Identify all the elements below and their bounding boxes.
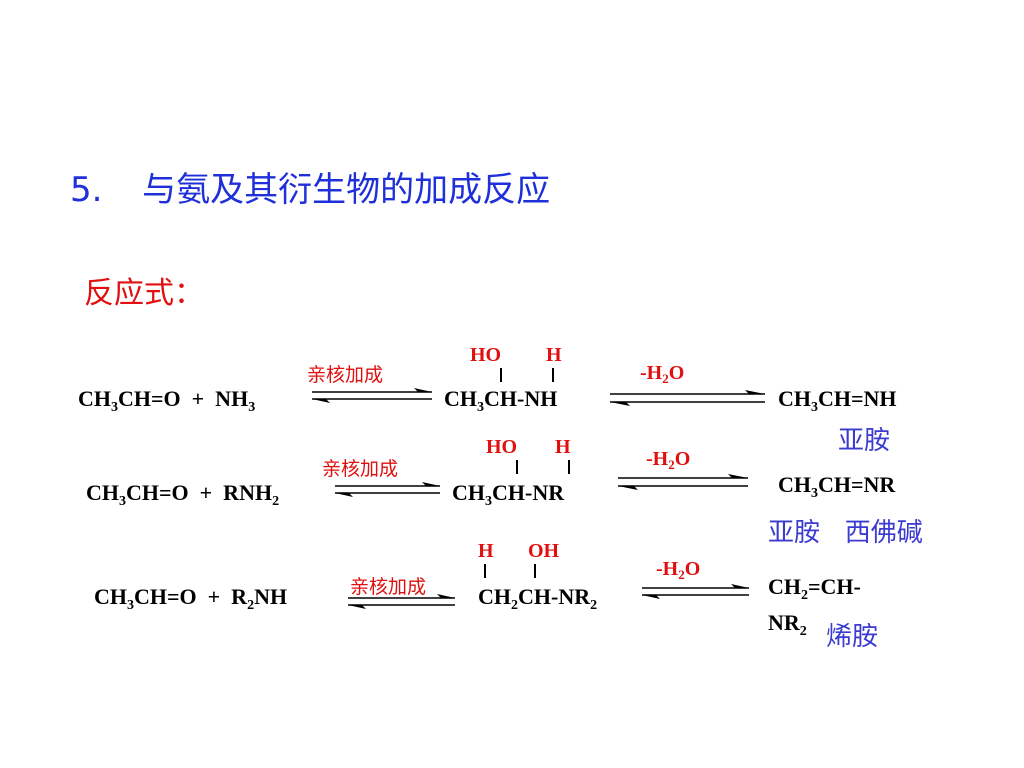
- reaction-1-equilibrium-arrow-2: [610, 390, 765, 406]
- reaction-2-reactant: CH3CH=O + RNH2: [86, 480, 280, 509]
- reaction-1-intermediate: CH3CH-NH: [444, 386, 558, 415]
- reaction-1-bond-2: [552, 368, 554, 382]
- reaction-2-equilibrium-arrow-1: [335, 482, 440, 497]
- reaction-3-intermediate: CH2CH-NR2: [478, 584, 598, 613]
- reaction-2-bond-1: [516, 460, 518, 474]
- reaction-3-product-line-1: CH2=CH-: [768, 574, 861, 603]
- reaction-1-product: CH3CH=NH: [778, 386, 897, 415]
- reaction-1-bond-1: [500, 368, 502, 382]
- reaction-2-bond-2: [568, 460, 570, 474]
- reaction-2-addition-label: 亲核加成: [322, 458, 399, 480]
- reaction-1-addition-label: 亲核加成: [307, 364, 384, 386]
- reaction-3-intermediate-oh: OH: [528, 540, 560, 562]
- reaction-3-dehydration-label: -H2O: [656, 558, 701, 582]
- section-title: 与氨及其衍生物的加成反应: [142, 170, 551, 210]
- section-number: 5.: [70, 170, 103, 210]
- reaction-2-intermediate: CH3CH-NR: [452, 480, 565, 509]
- reaction-2-intermediate-ho: HO: [486, 436, 518, 458]
- reaction-1-intermediate-h: H: [546, 344, 562, 366]
- reaction-2-dehydration-label: -H2O: [646, 448, 691, 472]
- reaction-2-equilibrium-arrow-2: [618, 474, 748, 490]
- reaction-2-intermediate-h: H: [555, 436, 571, 458]
- reaction-1-reactant: CH3CH=O + NH3: [78, 386, 256, 415]
- section-heading: 5. 与氨及其衍生物的加成反应: [70, 162, 550, 211]
- reaction-3-equilibrium-arrow-2: [642, 584, 749, 599]
- reaction-2-product: CH3CH=NR: [778, 472, 896, 501]
- reaction-1-product-name: 亚胺: [838, 426, 891, 456]
- reaction-1-dehydration-label: -H2O: [640, 362, 685, 386]
- reaction-3-addition-label: 亲核加成: [350, 576, 427, 598]
- reaction-3-equilibrium-arrow-1: [348, 594, 455, 609]
- reaction-3-intermediate-h: H: [478, 540, 494, 562]
- reaction-3-reactant: CH3CH=O + R2NH: [94, 584, 288, 613]
- reaction-3-bond-2: [534, 564, 536, 578]
- reaction-3-product-name: 烯胺: [826, 622, 879, 652]
- reaction-equations-label: 反应式：: [84, 276, 204, 311]
- reaction-1-intermediate-ho: HO: [470, 344, 502, 366]
- reaction-3-product-line-2: NR2: [768, 610, 807, 639]
- reaction-1-equilibrium-arrow-1: [312, 388, 432, 403]
- reaction-3-bond-1: [484, 564, 486, 578]
- reaction-2-product-name: 亚胺 西佛碱: [768, 518, 923, 548]
